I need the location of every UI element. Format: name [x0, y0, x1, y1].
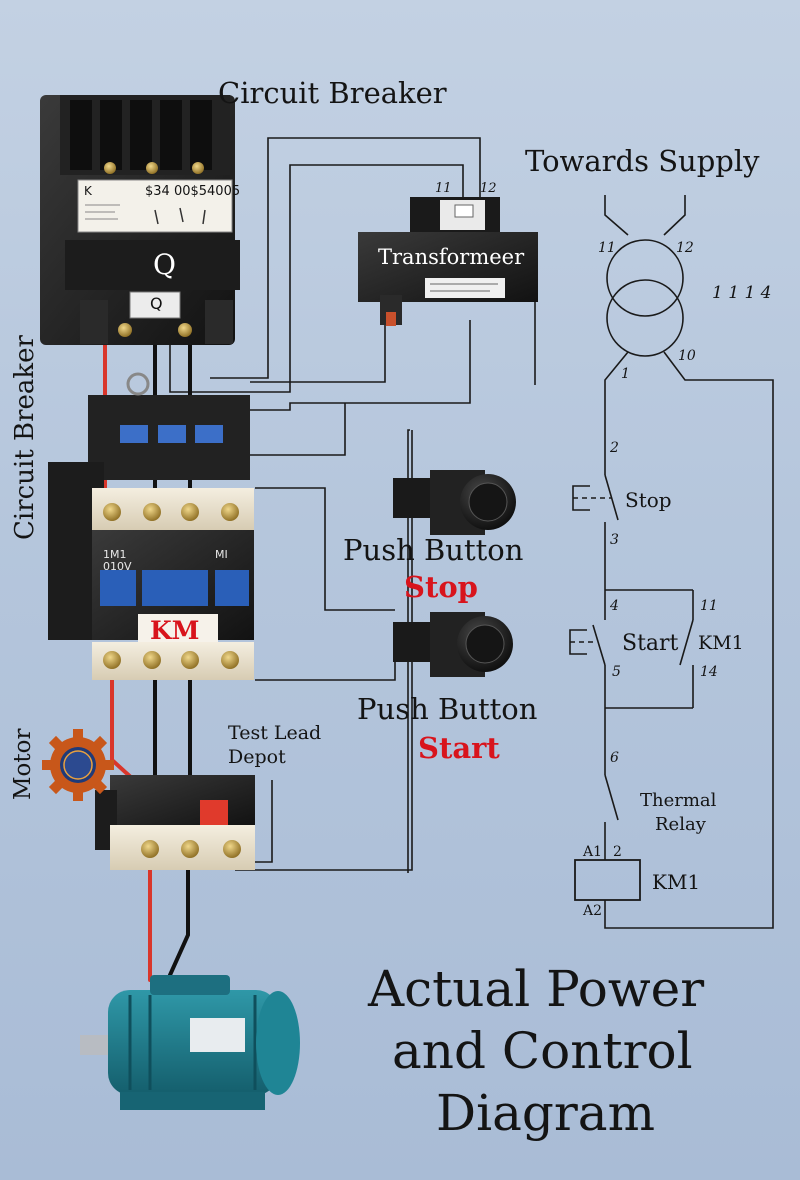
circuit-breaker-device — [40, 95, 240, 345]
diagram-title-line-3: Diagram — [436, 1084, 656, 1142]
km1-coil-label: KM1 — [652, 870, 701, 894]
contactor-km-device — [48, 372, 254, 680]
terminal-14: 14 — [700, 664, 718, 680]
terminal-a1: A1 — [583, 844, 603, 860]
diagram-title-line-2: and Control — [392, 1022, 693, 1080]
circuit-breaker-title: Circuit Breaker — [218, 76, 447, 110]
terminal-a2: A2 — [583, 903, 603, 919]
terminal-1111-4: 1 1 1 4 — [712, 283, 772, 303]
terminal-12: 12 — [676, 240, 694, 256]
terminal-12-transformer: 12 — [480, 181, 497, 196]
contactor-text-3: MI — [215, 548, 228, 561]
towards-supply-label: Towards Supply — [525, 144, 760, 178]
transformer-device — [358, 197, 538, 326]
stop-label: Stop — [404, 570, 478, 604]
schematic-diagram — [569, 195, 774, 929]
thermal-relay-label-1: Thermal — [640, 790, 717, 811]
push-button-stop-label: Push Button — [343, 533, 524, 567]
terminal-5: 5 — [612, 664, 621, 680]
test-lead-label-2: Depot — [228, 746, 286, 768]
stop-contact-label: Stop — [625, 488, 672, 512]
contactor-text-1: 1M1 — [103, 548, 127, 561]
push-button-stop-device — [393, 470, 516, 535]
breaker-q-small-label: Q — [150, 294, 163, 313]
terminal-2: 2 — [610, 440, 619, 456]
thermal-relay-device — [95, 775, 255, 870]
terminal-10: 10 — [678, 348, 696, 364]
breaker-plate-k: K — [84, 184, 92, 198]
motor-device — [80, 975, 300, 1110]
start-label: Start — [418, 731, 500, 765]
logo-gear-icon — [42, 729, 114, 801]
thermal-relay-label-2: Relay — [655, 814, 706, 835]
km-label: KM — [150, 616, 200, 645]
circuit-breaker-side-label: Circuit Breaker — [10, 335, 40, 540]
terminal-6: 6 — [610, 750, 619, 766]
terminal-2b: 2 — [613, 844, 622, 860]
push-button-start-device — [393, 612, 513, 677]
motor-label: Motor — [10, 728, 36, 800]
terminal-4: 4 — [610, 598, 619, 614]
terminal-11: 11 — [598, 240, 616, 256]
test-lead-label-1: Test Lead — [228, 722, 322, 744]
transformer-label: Transformeer — [378, 245, 525, 269]
contactor-text-2: 010V — [103, 560, 132, 573]
terminal-11-km: 11 — [700, 598, 718, 614]
push-button-start-label: Push Button — [357, 692, 538, 726]
km1-contact-label: KM1 — [698, 632, 744, 654]
terminal-11-transformer: 11 — [435, 181, 452, 196]
start-contact-label: Start — [622, 631, 679, 656]
terminal-3: 3 — [610, 532, 619, 548]
terminal-1: 1 — [621, 366, 630, 382]
diagram-title-line-1: Actual Power — [368, 960, 705, 1018]
breaker-q-label: Q — [153, 248, 176, 281]
breaker-plate-text: $34 00$54005 — [145, 184, 241, 199]
